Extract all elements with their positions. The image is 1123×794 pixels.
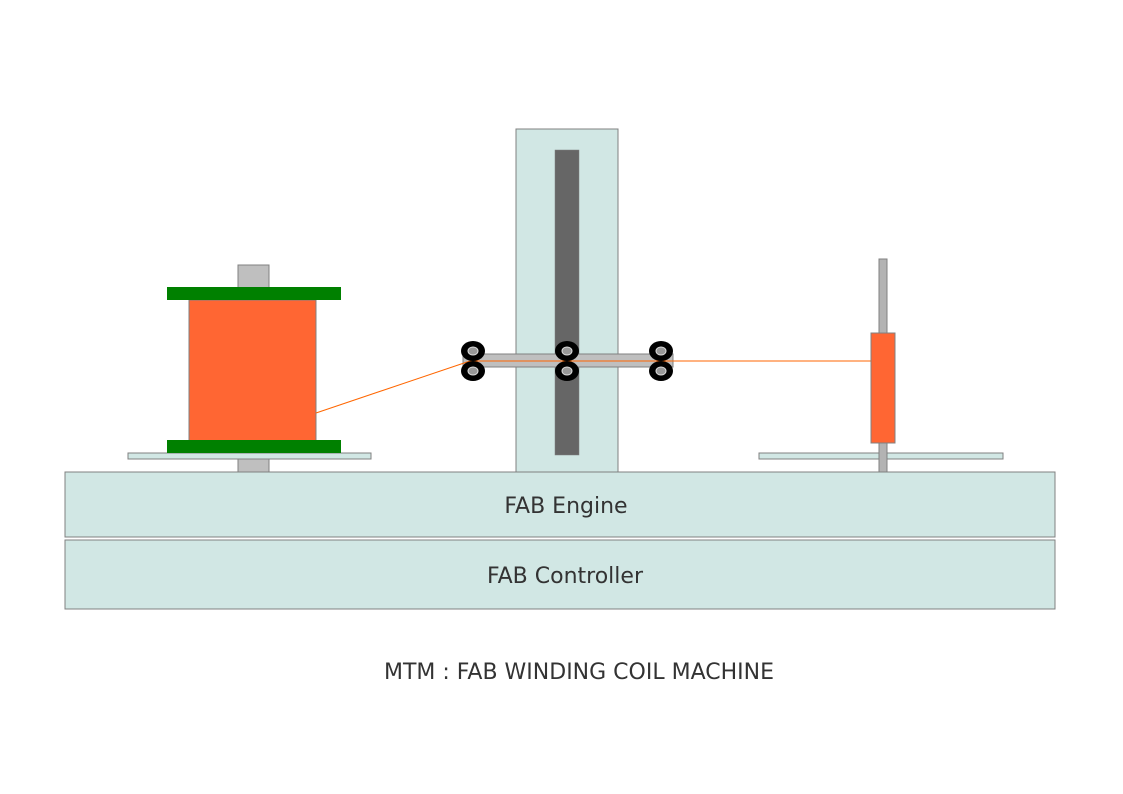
roller-hub <box>467 346 479 356</box>
left-shaft-top <box>237 264 270 290</box>
column-slot <box>554 149 580 456</box>
roller-hub <box>467 366 479 376</box>
left-base-plate <box>127 452 372 460</box>
target-coil-spindle <box>758 258 1004 473</box>
wire-guide-column <box>515 128 619 473</box>
roller-hub <box>561 346 573 356</box>
roller-2-top <box>555 341 579 361</box>
fab-controller: FAB Controller <box>64 539 1056 610</box>
roller-1-bottom <box>461 361 485 381</box>
diagram-title: MTM : FAB WINDING COIL MACHINE <box>384 660 774 685</box>
roller-3-top <box>649 341 673 361</box>
fab-controller-label: FAB Controller <box>487 564 644 589</box>
fab-engine-box <box>64 471 1056 538</box>
roller-1-top <box>461 341 485 361</box>
roller-hub <box>561 366 573 376</box>
fab-engine: FAB Engine <box>64 471 1056 538</box>
source-spool <box>127 264 372 473</box>
wire-segment-spool <box>315 360 471 414</box>
wire-path <box>315 360 871 414</box>
fab-controller-box <box>64 539 1056 610</box>
roller-hub <box>655 346 667 356</box>
spool-bottom-flange <box>167 440 341 453</box>
roller-3-bottom <box>649 361 673 381</box>
target-coil <box>870 332 896 444</box>
roller-hub <box>655 366 667 376</box>
left-shaft-bottom <box>237 457 270 473</box>
fab-engine-label: FAB Engine <box>504 494 627 519</box>
spool-body <box>188 299 317 442</box>
roller-2-bottom <box>555 361 579 381</box>
spool-top-flange <box>167 287 341 300</box>
